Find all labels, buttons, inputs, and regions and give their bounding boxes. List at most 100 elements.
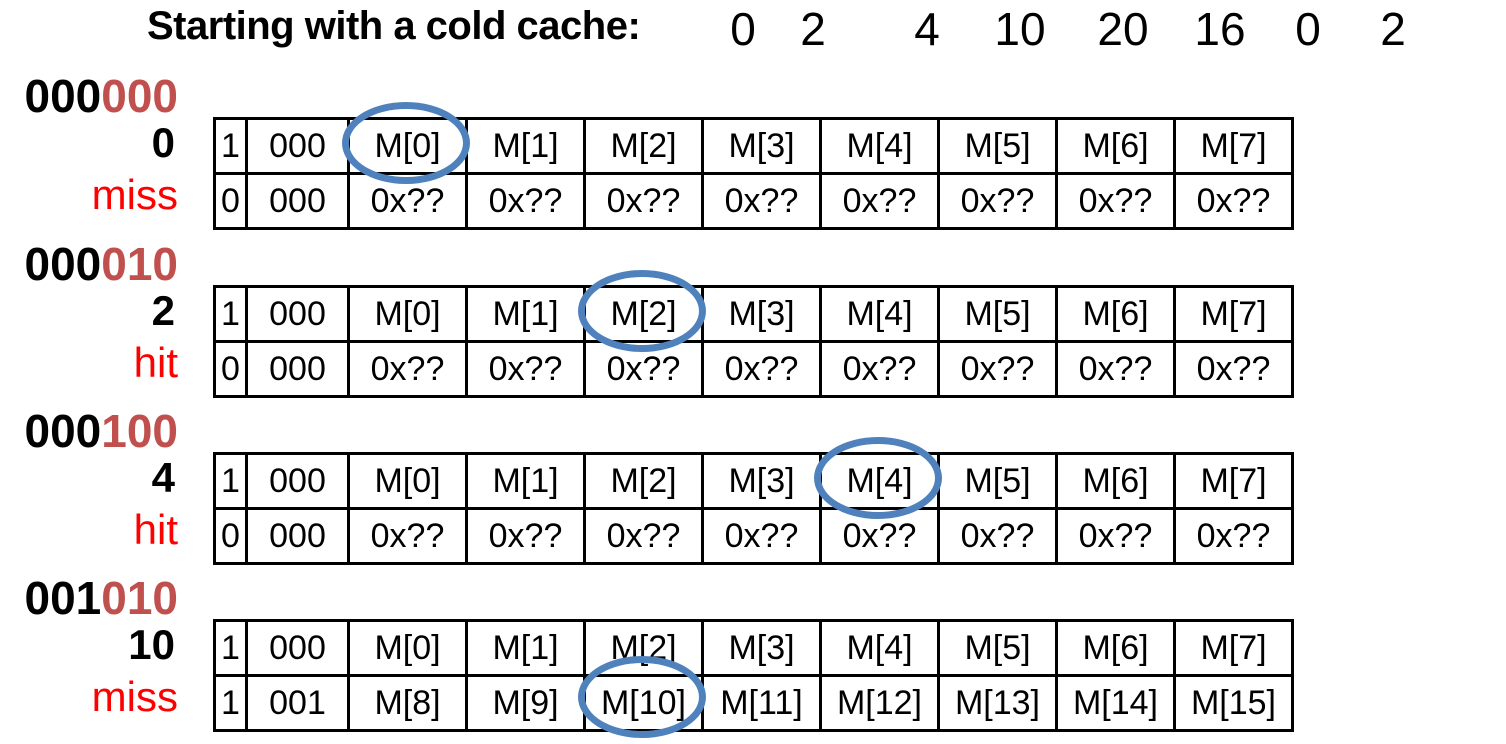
decimal-address: 0 [151, 119, 175, 166]
cache-cell: 001 [245, 674, 350, 732]
cache-cell: M[0] [347, 452, 468, 510]
binary-index-offset-bits: 100 [101, 405, 178, 457]
cache-cell: M[4] [819, 117, 940, 175]
binary-address: 000000 [0, 73, 179, 119]
cache-cell: M[10] [583, 674, 704, 732]
cache-cell: M[8] [347, 674, 468, 732]
cache-cell: M[0] [347, 285, 468, 343]
cache-cell: 0x?? [819, 172, 940, 230]
cache-cell: 0x?? [1173, 340, 1294, 398]
cache-cell: 0x?? [1173, 507, 1294, 565]
cache-cell: 0x?? [937, 507, 1058, 565]
cache-cell: M[14] [1055, 674, 1176, 732]
cache-cell: M[3] [701, 452, 822, 510]
cache-cell: M[4] [819, 619, 940, 677]
cache-cell: M[7] [1173, 619, 1294, 677]
sequence-number: 16 [1194, 3, 1246, 55]
cache-cell: 0x?? [583, 172, 704, 230]
cache-cell: M[7] [1173, 452, 1294, 510]
cache-cell: M[1] [465, 285, 586, 343]
cache-cell: M[5] [937, 117, 1058, 175]
cache-cell: 0x?? [347, 507, 468, 565]
cache-cell: 000 [245, 340, 350, 398]
sequence-number: 0 [1295, 3, 1321, 55]
decimal-address: 4 [151, 454, 175, 501]
hit-miss-label: hit [133, 339, 178, 386]
cache-cell: 1 [213, 117, 248, 175]
decimal-address: 10 [128, 621, 175, 668]
hit-miss-label: miss [91, 171, 178, 218]
sequence-number: 2 [1380, 3, 1406, 55]
cache-cell: 0x?? [1173, 172, 1294, 230]
cache-cell: 000 [245, 452, 350, 510]
cache-cell: M[1] [465, 452, 586, 510]
cache-cell: 0 [213, 340, 248, 398]
cache-cell: 0x?? [701, 340, 822, 398]
cache-cell: M[6] [1055, 285, 1176, 343]
cache-cell: 0 [213, 507, 248, 565]
cache-cell: M[5] [937, 619, 1058, 677]
cache-cell: M[5] [937, 285, 1058, 343]
cache-cell: 0x?? [583, 340, 704, 398]
cache-cell: M[3] [701, 117, 822, 175]
binary-tag-bits: 000 [24, 238, 102, 290]
cache-cell: M[2] [583, 285, 704, 343]
cache-cell: 0x?? [819, 340, 940, 398]
cache-cell: M[15] [1173, 674, 1294, 732]
cache-cell: M[11] [701, 674, 822, 732]
cache-cell: 000 [245, 507, 350, 565]
cache-cell: 0x?? [583, 507, 704, 565]
cache-cell: M[9] [465, 674, 586, 732]
cache-cell: M[1] [465, 117, 586, 175]
cache-cell: 0x?? [347, 340, 468, 398]
hit-miss-label: hit [133, 506, 178, 553]
sequence-number: 20 [1097, 3, 1149, 55]
cache-cell: M[4] [819, 452, 940, 510]
cache-cell: M[7] [1173, 117, 1294, 175]
cache-cell: M[6] [1055, 452, 1176, 510]
cache-cell: M[1] [465, 619, 586, 677]
cache-cell: M[2] [583, 452, 704, 510]
cache-cell: 0x?? [1055, 340, 1176, 398]
cache-cell: M[3] [701, 619, 822, 677]
cache-cell: 0x?? [465, 507, 586, 565]
cache-cell: M[4] [819, 285, 940, 343]
hit-miss-label: miss [91, 673, 178, 720]
slide-title: Starting with a cold cache: [147, 4, 641, 48]
cache-cell: 1 [213, 452, 248, 510]
binary-address: 001010 [0, 575, 179, 621]
cache-cell: 0x?? [937, 340, 1058, 398]
binary-index-offset-bits: 010 [101, 238, 178, 290]
cache-cell: 0x?? [937, 172, 1058, 230]
cache-cell: 0x?? [1055, 507, 1176, 565]
decimal-address: 2 [151, 287, 175, 334]
cache-cell: M[7] [1173, 285, 1294, 343]
cache-cell: M[0] [347, 619, 468, 677]
cache-cell: 0x?? [819, 507, 940, 565]
sequence-number: 4 [914, 3, 940, 55]
cache-cell: 000 [245, 619, 350, 677]
cache-cell: 0x?? [347, 172, 468, 230]
cache-cell: 1 [213, 674, 248, 732]
cache-cell: M[2] [583, 619, 704, 677]
sequence-number: 2 [800, 3, 826, 55]
cache-cell: 1 [213, 619, 248, 677]
cache-cell: 0x?? [701, 507, 822, 565]
cache-cell: M[13] [937, 674, 1058, 732]
cache-cell: M[5] [937, 452, 1058, 510]
cache-cell: 0x?? [1055, 172, 1176, 230]
